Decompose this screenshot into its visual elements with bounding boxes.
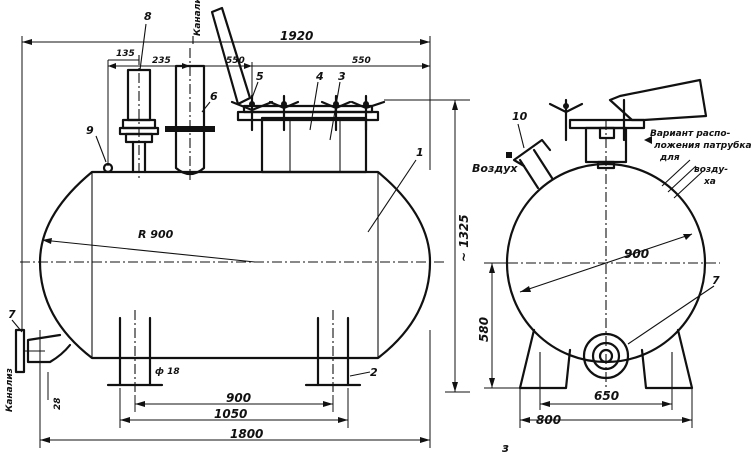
callout-7-front: 7	[712, 274, 720, 287]
figure-letter: з	[501, 441, 509, 455]
dim-900-label: 900	[226, 391, 251, 405]
dim-1325	[384, 99, 470, 393]
pipe-6	[165, 48, 215, 180]
dim-650-label: 650	[594, 389, 619, 403]
dim-135-label: 135	[116, 49, 135, 59]
callout-5: 5	[256, 70, 264, 83]
callout-8: 8	[144, 10, 152, 23]
manhole-assembly	[230, 94, 386, 174]
kanalization-top-label: Канализ	[193, 0, 203, 36]
dim-1325-label: ~ 1325	[457, 214, 471, 262]
tilted-pipe	[210, 6, 252, 106]
front-view: 900 10 Воздух Вариант распо- ложения пат…	[472, 78, 752, 455]
variant-note-2: ложения патрубка	[654, 140, 752, 151]
dim-1800-label: 1800	[230, 427, 263, 441]
dim-1920	[21, 36, 431, 330]
front-legs	[518, 328, 694, 390]
dim-800-label: 800	[536, 413, 561, 427]
tank-body-outline	[38, 170, 432, 360]
variant-note-3: для	[659, 153, 680, 163]
variant-pipe	[644, 136, 703, 199]
callout-6: 6	[210, 90, 218, 103]
leg-right	[304, 310, 362, 395]
dim-upper-chain	[107, 58, 430, 166]
air-label: Воздух	[472, 162, 518, 175]
dim-bottom-chain	[39, 330, 431, 448]
bottom-outlet	[582, 332, 630, 380]
variant-note-4: возду-	[694, 165, 728, 175]
diameter-line	[519, 233, 693, 293]
radius-label: R 900	[138, 228, 174, 241]
dim-1050-label: 1050	[214, 407, 247, 421]
front-top-fitting	[548, 78, 708, 170]
dim-550a-label: 550	[226, 56, 245, 66]
dim-1920-label: 1920	[280, 29, 313, 43]
side-view: R 900 ф 18 7 Канализ 28 9	[5, 0, 471, 448]
dim-580	[484, 262, 520, 389]
callout-1: 1	[416, 146, 424, 159]
leg-diameter-label: ф 18	[155, 367, 180, 377]
dim-580-label: 580	[477, 317, 491, 342]
radius-line	[41, 239, 256, 263]
variant-note-5: ха	[703, 177, 716, 187]
callout-7-side: 7	[8, 308, 16, 321]
callout-2: 2	[370, 366, 378, 379]
outlet-pipe	[14, 328, 72, 374]
callout-4: 4	[315, 70, 324, 83]
callout-10: 10	[512, 110, 528, 123]
circle-900-label: 900	[624, 247, 649, 261]
leg-left	[106, 310, 164, 395]
callout-3: 3	[338, 70, 346, 83]
dim-550b-label: 550	[352, 56, 371, 66]
pipe-8	[118, 55, 160, 180]
radius-arrow	[42, 238, 52, 244]
air-pipe	[506, 138, 554, 190]
dim-front-bottom	[519, 388, 693, 428]
kanalization-side-label: Канализ	[5, 368, 15, 412]
dim-235-label: 235	[152, 56, 171, 66]
dim-28-label: 28	[53, 397, 63, 410]
variant-note-1: Вариант распо-	[650, 129, 731, 139]
callout-9: 9	[86, 124, 94, 137]
